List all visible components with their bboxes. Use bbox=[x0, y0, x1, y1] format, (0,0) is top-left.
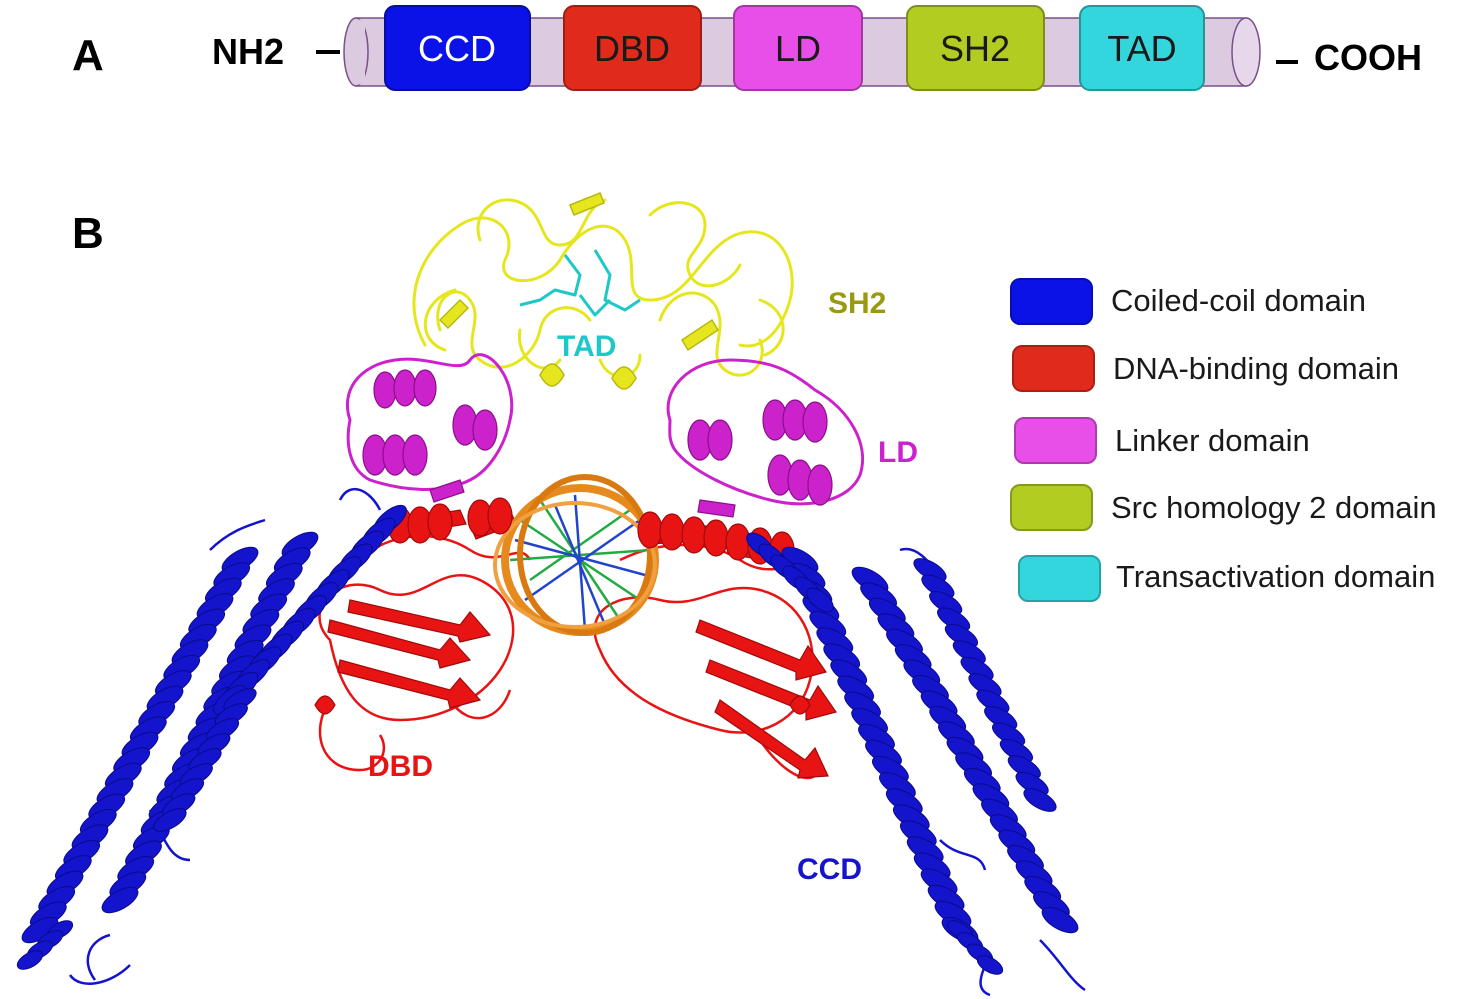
panel-a: A NH2 COOH CCD DBD LD SH2 bbox=[72, 5, 1422, 91]
legend-item-linker: Linker domain bbox=[1014, 417, 1310, 464]
legend-swatch-sh2 bbox=[1010, 484, 1093, 531]
domain-box-tad: TAD bbox=[1079, 5, 1205, 91]
legend: Coiled-coil domain DNA-binding domain Li… bbox=[1010, 278, 1437, 602]
ccd-structure-left bbox=[16, 488, 407, 985]
domain-box-ccd: CCD bbox=[384, 5, 531, 91]
domain-label-tad: TAD bbox=[1107, 28, 1176, 69]
domain-label-ld: LD bbox=[775, 28, 821, 69]
dbd-structure-left bbox=[318, 534, 532, 772]
panel-b: B bbox=[16, 192, 1086, 997]
c-terminus-label: COOH bbox=[1314, 37, 1422, 78]
tad-structure-label: TAD bbox=[557, 330, 616, 363]
legend-swatch-transactivation bbox=[1018, 555, 1101, 602]
ccd-structure-label: CCD bbox=[797, 853, 862, 886]
legend-label-transactivation: Transactivation domain bbox=[1116, 559, 1435, 594]
domain-label-sh2: SH2 bbox=[940, 28, 1010, 69]
legend-swatch-linker bbox=[1014, 417, 1097, 464]
sh2-structure-label: SH2 bbox=[828, 287, 886, 320]
n-terminus-label: NH2 bbox=[212, 31, 284, 72]
legend-label-linker: Linker domain bbox=[1115, 423, 1310, 458]
tad-structure bbox=[519, 249, 641, 317]
legend-item-dna-binding: DNA-binding domain bbox=[1012, 345, 1399, 392]
domain-box-ld: LD bbox=[733, 5, 863, 91]
domain-label-dbd: DBD bbox=[594, 28, 670, 69]
domain-box-dbd: DBD bbox=[563, 5, 702, 91]
ld-structure-left bbox=[345, 353, 514, 491]
sh2-structure bbox=[412, 198, 794, 378]
ccd-structure-right bbox=[746, 532, 1086, 997]
ld-helices-left bbox=[362, 369, 498, 503]
legend-label-dna-binding: DNA-binding domain bbox=[1113, 351, 1399, 386]
ld-structure-label: LD bbox=[878, 436, 918, 469]
legend-item-coiled-coil: Coiled-coil domain bbox=[1010, 278, 1366, 325]
legend-swatch-coiled-coil bbox=[1010, 278, 1093, 325]
panel-a-letter: A bbox=[72, 31, 104, 80]
legend-swatch-dna-binding bbox=[1012, 345, 1095, 392]
dna-double-helix bbox=[493, 474, 659, 636]
sh2-helices bbox=[438, 192, 720, 390]
ld-structure-right bbox=[666, 358, 865, 506]
panel-b-letter: B bbox=[72, 209, 104, 258]
legend-item-transactivation: Transactivation domain bbox=[1018, 555, 1435, 602]
ld-helices-right bbox=[687, 399, 833, 518]
domain-box-sh2: SH2 bbox=[906, 5, 1045, 91]
domain-label-ccd: CCD bbox=[418, 28, 496, 69]
legend-label-sh2: Src homology 2 domain bbox=[1111, 490, 1437, 525]
legend-item-sh2: Src homology 2 domain bbox=[1010, 484, 1437, 531]
legend-label-coiled-coil: Coiled-coil domain bbox=[1111, 283, 1366, 318]
dbd-structure-label: DBD bbox=[368, 750, 433, 783]
